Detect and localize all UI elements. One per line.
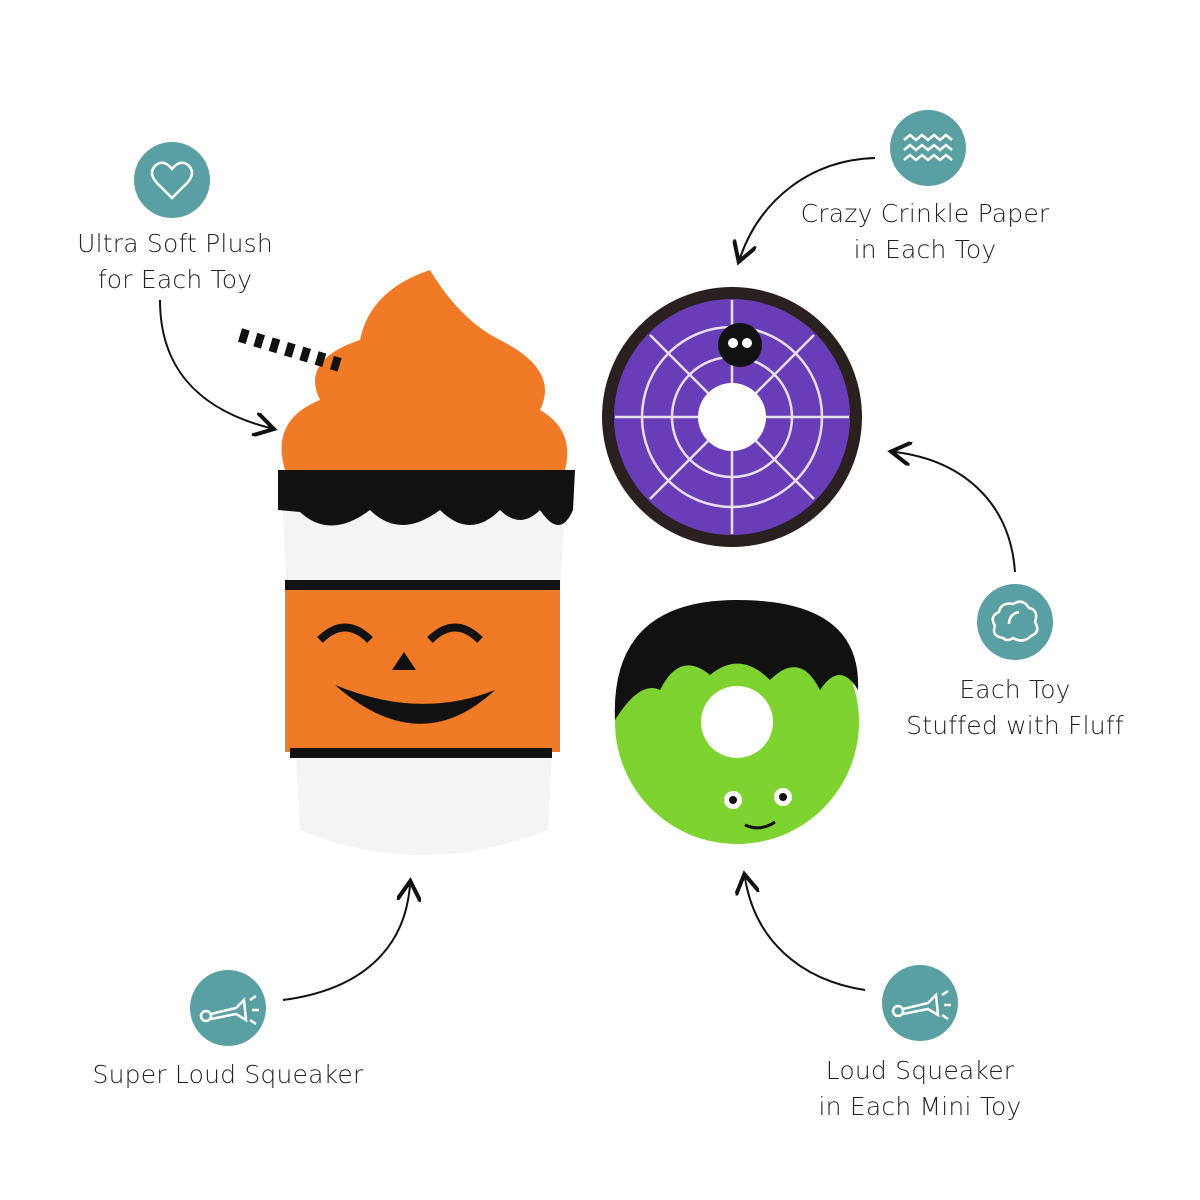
label-line: Ultra Soft Plush <box>77 229 273 258</box>
squeaker-horn-icon <box>891 989 951 1021</box>
latte-cup-toy <box>237 270 575 855</box>
arrow-mini-squeaker <box>745 878 866 991</box>
feature-label-crinkle: Crazy Crinkle Paper in Each Toy <box>801 196 1050 268</box>
label-line: Stuffed with Fluff <box>906 711 1124 740</box>
label-line: in Each Toy <box>853 235 997 264</box>
arrow-plush <box>159 299 270 428</box>
feature-label-squeaker: Super Loud Squeaker <box>93 1057 364 1093</box>
label-line: in Each Mini Toy <box>818 1092 1022 1121</box>
feature-label-mini-squeaker: Loud Squeaker in Each Mini Toy <box>819 1053 1022 1125</box>
feature-label-fluff: Each Toy Stuffed with Fluff <box>906 672 1124 744</box>
feature-badge-squeaker <box>190 970 266 1046</box>
arrow-squeaker <box>282 885 410 1001</box>
feature-badge-mini-squeaker <box>882 965 958 1041</box>
label-line: Each Toy <box>959 675 1071 704</box>
feature-badge-fluff <box>977 584 1053 660</box>
label-line: Crazy Crinkle Paper <box>800 199 1050 228</box>
cloud-fluff-icon <box>991 600 1039 642</box>
feature-badge-heart <box>134 142 210 218</box>
heart-icon <box>150 161 194 200</box>
feature-label-plush: Ultra Soft Plush for Each Toy <box>77 226 273 298</box>
arrow-crinkle <box>740 157 876 258</box>
label-line: Loud Squeaker <box>825 1056 1015 1085</box>
spider-web-donut-toy <box>602 287 862 547</box>
waves-icon <box>903 133 953 162</box>
label-line: for Each Toy <box>97 265 253 294</box>
frankenstein-donut-toy <box>614 600 859 844</box>
squeaker-horn-icon <box>199 994 259 1026</box>
arrow-fluff <box>895 452 1016 573</box>
feature-badge-waves <box>890 110 966 186</box>
label-line: Super Loud Squeaker <box>92 1060 364 1089</box>
